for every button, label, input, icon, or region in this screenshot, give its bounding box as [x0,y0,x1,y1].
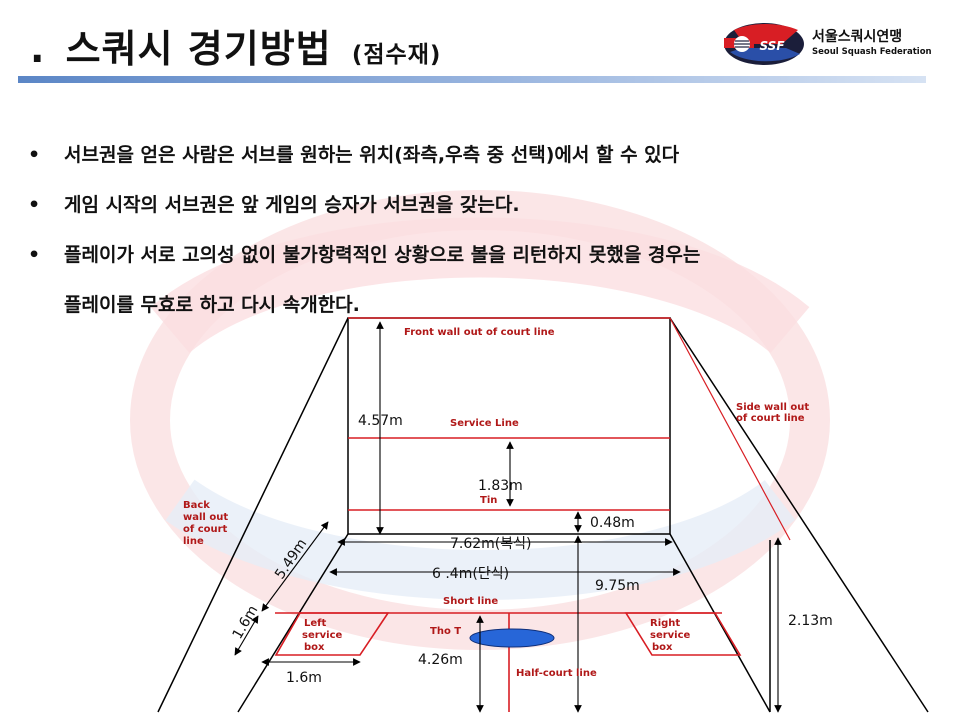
label-side-wall-out-1: Side wall out [736,402,809,413]
dim-tin-height: 0.48m [590,515,635,531]
logo-name-en: Seoul Squash Federation [812,47,932,57]
bullet-icon: • [28,144,41,166]
label-right-box-3: box [652,642,673,653]
label-the-t: Tho T [430,626,461,637]
label-tin: Tin [480,495,497,506]
label-side-wall-out-2: of court line [736,413,805,424]
list-item: • 플레이가 서로 고의성 없이 불가항력적인 상황으로 볼을 리턴하지 못했을… [26,230,946,330]
court-labels: Front wall out of court line Service Lin… [183,327,809,679]
short-distance-arrow [261,521,329,612]
court-lines [274,437,742,712]
label-right-box-1: Right [650,618,680,629]
box-depth-arrow [234,615,259,656]
title-dot: . [30,27,46,71]
court-walls [157,317,929,713]
side-wall-out-line [669,317,791,541]
list-item: • 게임 시작의 서브권은 앞 게임의 승자가 서브권을 갖는다. [26,180,946,230]
bullet-icon: • [28,194,41,216]
label-front-wall-out: Front wall out of court line [404,327,555,338]
right-service-box [624,612,742,656]
dim-width-singles: 6 .4m(단식) [432,566,509,582]
label-back-wall-3: of court [183,524,228,535]
dim-box-depth: 1.6m [230,603,262,642]
dim-back-height: 2.13m [788,613,833,629]
left-service-box [274,612,390,656]
label-left-box-1: Left [304,618,327,629]
ssf-logo-icon: SSF [724,23,804,65]
title-underline [18,76,926,83]
dim-width-doubles: 7.62m(복식) [450,536,532,552]
label-half-court-line: Half-court line [516,668,597,679]
dim-length: 9.75m [595,578,640,594]
logo-mark: SSF [759,39,785,53]
bullet-icon: • [28,244,41,266]
title-sub: (점수재) [351,42,442,68]
dim-service-height: 1.83m [478,478,523,494]
label-back-wall-4: line [183,536,204,547]
page-title: . 스쿼시 경기방법 (점수재) [30,18,441,73]
the-t-marker [469,628,555,648]
list-item: • 서브권을 얻은 사람은 서브를 원하는 위치(좌측,우측 중 선택)에서 할… [26,130,946,180]
label-service-line: Service Line [450,418,519,429]
label-back-wall-1: Back [183,500,210,511]
dim-front-height: 4.57m [358,413,403,429]
dim-short-distance: 5.49m [272,536,310,582]
label-back-wall-2: wall out [183,512,228,523]
left-floor-edge [237,533,349,713]
label-right-box-2: service [650,630,691,641]
list-item-text: 플레이가 서로 고의성 없이 불가항력적인 상황으로 볼을 리턴하지 못했을 경… [64,244,701,266]
list-item-text: 서브권을 얻은 사람은 서브를 원하는 위치(좌측,우측 중 선택)에서 할 수… [64,144,680,166]
logo-text: 서울스쿼시연맹 Seoul Squash Federation [812,26,932,57]
dimension-arrows [234,321,782,713]
title-main: 스쿼시 경기방법 [65,27,332,71]
dim-t-to-back: 4.26m [418,652,463,668]
logo-name-ko: 서울스쿼시연맹 [812,29,903,45]
label-left-box-3: box [304,642,325,653]
right-floor-edge [669,533,771,713]
list-item-text-continued: 플레이를 무효로 하고 다시 속개한다. [64,294,360,316]
label-short-line: Short line [443,596,498,607]
dim-box-width: 1.6m [286,670,322,686]
rules-list: • 서브권을 얻은 사람은 서브를 원하는 위치(좌측,우측 중 선택)에서 할… [26,130,946,330]
right-wall-top-edge [669,317,929,713]
list-item-text: 게임 시작의 서브권은 앞 게임의 승자가 서브권을 갖는다. [64,194,520,216]
label-left-box-2: service [302,630,343,641]
left-wall-top-edge [157,317,349,713]
